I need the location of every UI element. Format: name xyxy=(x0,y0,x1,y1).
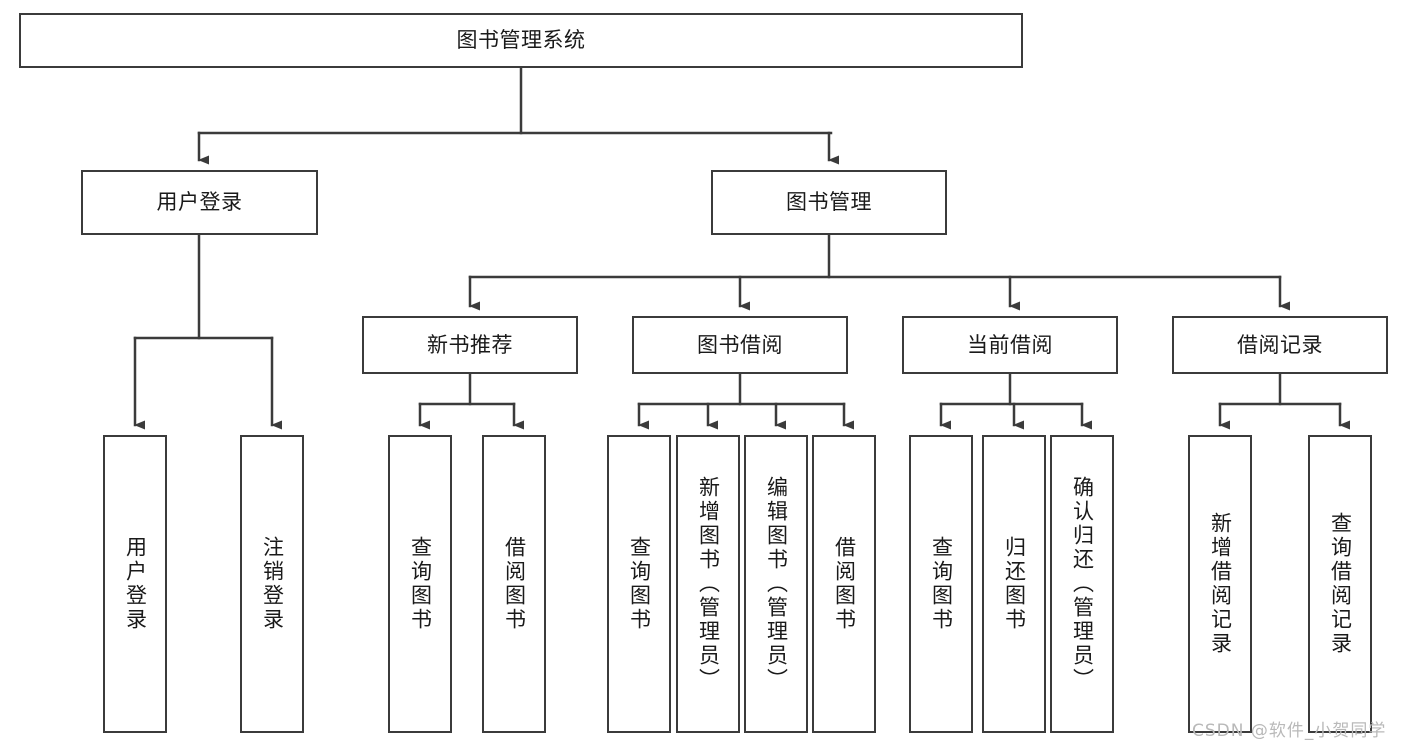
node-leaf-return-book-label: 归还图书 xyxy=(1002,536,1027,632)
node-book-borrow[interactable]: 图书借阅 xyxy=(632,316,848,374)
node-leaf-query-record-label: 查询借阅记录 xyxy=(1328,512,1353,656)
node-book-manage[interactable]: 图书管理 xyxy=(711,170,947,235)
node-root-label: 图书管理系统 xyxy=(456,28,586,53)
node-leaf-query-book-3-label: 查询图书 xyxy=(929,536,954,632)
node-leaf-borrow-book-1[interactable]: 借阅图书 xyxy=(482,435,546,733)
node-leaf-return-book[interactable]: 归还图书 xyxy=(982,435,1046,733)
node-leaf-query-book-2[interactable]: 查询图书 xyxy=(607,435,671,733)
node-leaf-logout-label: 注销登录 xyxy=(260,536,285,632)
node-leaf-edit-book-label: 编辑图书（管理员） xyxy=(764,476,789,692)
node-leaf-query-record[interactable]: 查询借阅记录 xyxy=(1308,435,1372,733)
node-current-borrow[interactable]: 当前借阅 xyxy=(902,316,1118,374)
csdn-watermark: CSDN @软件_小贺同学 xyxy=(1192,721,1387,741)
node-leaf-add-book[interactable]: 新增图书（管理员） xyxy=(676,435,740,733)
node-leaf-query-book-2-label: 查询图书 xyxy=(627,536,652,632)
node-user-login[interactable]: 用户登录 xyxy=(81,170,318,235)
node-leaf-confirm-return-label: 确认归还（管理员） xyxy=(1070,476,1095,692)
node-leaf-user-login[interactable]: 用户登录 xyxy=(103,435,167,733)
node-leaf-user-login-label: 用户登录 xyxy=(123,536,148,632)
node-book-manage-label: 图书管理 xyxy=(786,190,872,215)
node-borrow-record[interactable]: 借阅记录 xyxy=(1172,316,1388,374)
node-leaf-borrow-book-1-label: 借阅图书 xyxy=(502,536,527,632)
node-new-book-recommend-label: 新书推荐 xyxy=(427,332,513,357)
node-leaf-add-book-label: 新增图书（管理员） xyxy=(696,476,721,692)
node-book-borrow-label: 图书借阅 xyxy=(697,332,783,357)
node-new-book-recommend[interactable]: 新书推荐 xyxy=(362,316,578,374)
node-leaf-logout[interactable]: 注销登录 xyxy=(240,435,304,733)
node-leaf-query-book-3[interactable]: 查询图书 xyxy=(909,435,973,733)
node-leaf-borrow-book-2[interactable]: 借阅图书 xyxy=(812,435,876,733)
node-current-borrow-label: 当前借阅 xyxy=(967,332,1053,357)
node-leaf-add-record[interactable]: 新增借阅记录 xyxy=(1188,435,1252,733)
node-leaf-query-book-1[interactable]: 查询图书 xyxy=(388,435,452,733)
node-leaf-add-record-label: 新增借阅记录 xyxy=(1208,512,1233,656)
node-leaf-edit-book[interactable]: 编辑图书（管理员） xyxy=(744,435,808,733)
node-leaf-borrow-book-2-label: 借阅图书 xyxy=(832,536,857,632)
node-root[interactable]: 图书管理系统 xyxy=(19,13,1023,68)
node-leaf-query-book-1-label: 查询图书 xyxy=(408,536,433,632)
node-borrow-record-label: 借阅记录 xyxy=(1237,332,1323,357)
node-leaf-confirm-return[interactable]: 确认归还（管理员） xyxy=(1050,435,1114,733)
node-user-login-label: 用户登录 xyxy=(156,190,243,215)
